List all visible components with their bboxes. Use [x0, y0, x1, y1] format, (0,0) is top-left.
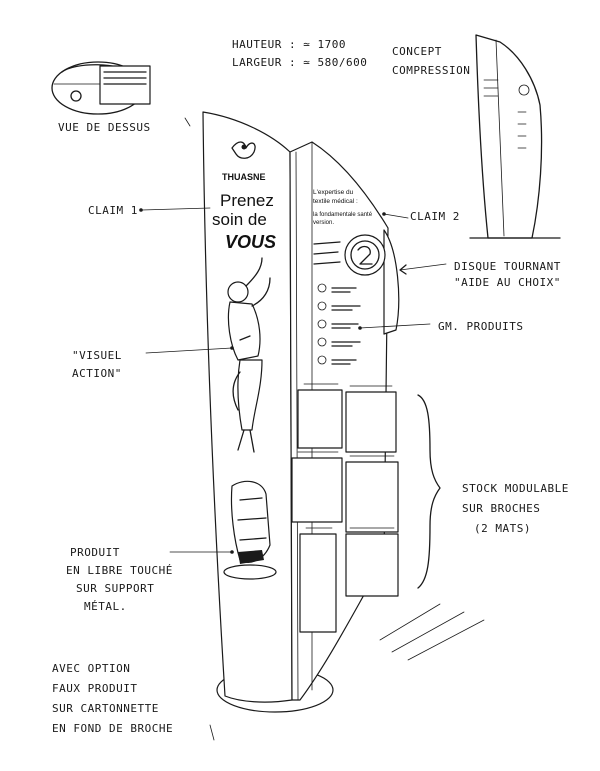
- concept-title-line1: CONCEPT: [392, 45, 442, 58]
- headline-line2: soin de: [212, 210, 267, 229]
- height-note: HAUTEUR : ≃ 1700: [232, 38, 346, 51]
- stock-label-line3: (2 MATS): [474, 522, 531, 535]
- headline-line3: VOUS: [225, 232, 276, 252]
- product-range-list: [317, 283, 361, 365]
- product-label-line3: SUR SUPPORT: [76, 582, 154, 595]
- visual-label-line2: ACTION": [72, 367, 122, 380]
- claim2-line3: la fondamentale santé: [313, 212, 373, 218]
- product-label-line2: EN LIBRE TOUCHÉ: [66, 564, 173, 577]
- width-note: LARGEUR : ≃ 580/600: [232, 56, 367, 69]
- option-label-line4: EN FOND DE BROCHE: [52, 722, 173, 735]
- disc-label-line2: "AIDE AU CHOIX": [454, 276, 561, 289]
- action-visual-figure: [227, 257, 271, 453]
- stock-box: [299, 533, 337, 633]
- headline-line1: Prenez: [220, 191, 274, 210]
- option-label-line2: FAUX PRODUIT: [52, 682, 137, 695]
- stock-box: [345, 461, 399, 533]
- aide-au-choix-disc: [344, 234, 386, 276]
- product-label-line4: MÉTAL.: [84, 600, 127, 613]
- claim2-line2: textile médical :: [313, 198, 358, 205]
- top-view-label: VUE DE DESSUS: [58, 121, 151, 134]
- claim2-line4: version.: [313, 220, 334, 226]
- stock-bracket: [417, 394, 441, 589]
- option-label-line1: AVEC OPTION: [52, 662, 130, 675]
- top-view-sketch: [51, 61, 191, 127]
- stock-box: [345, 533, 399, 597]
- rotating-disc-edge: [383, 229, 400, 335]
- floor-hatching: [379, 603, 485, 661]
- claim2-label: CLAIM 2: [410, 210, 460, 223]
- brand-name: THUASNE: [222, 172, 266, 182]
- stock-box: [297, 389, 343, 449]
- annotation-leaders: [139, 207, 447, 741]
- stock-label-line2: SUR BROCHES: [462, 502, 540, 515]
- stock-box: [345, 391, 397, 453]
- product-knee-brace: [223, 480, 277, 580]
- stock-boxes: [291, 383, 399, 633]
- stock-label-line1: STOCK MODULABLE: [462, 482, 569, 495]
- claim1-label: CLAIM 1: [88, 204, 138, 217]
- side-panel-text-lines: [313, 241, 341, 265]
- option-label-line3: SUR CARTONNETTE: [52, 702, 159, 715]
- product-label-line1: PRODUIT: [70, 546, 120, 559]
- visual-label-line1: "VISUEL: [72, 349, 122, 362]
- products-label: GM. PRODUITS: [438, 320, 523, 333]
- concept-side-view-sketch: [469, 34, 561, 239]
- brand-logo: [231, 141, 256, 159]
- claim2-line1: L'expertise du: [313, 189, 354, 196]
- disc-label-line1: DISQUE TOURNANT: [454, 260, 561, 273]
- stock-box: [291, 457, 343, 523]
- concept-title-line2: COMPRESSION: [392, 64, 470, 77]
